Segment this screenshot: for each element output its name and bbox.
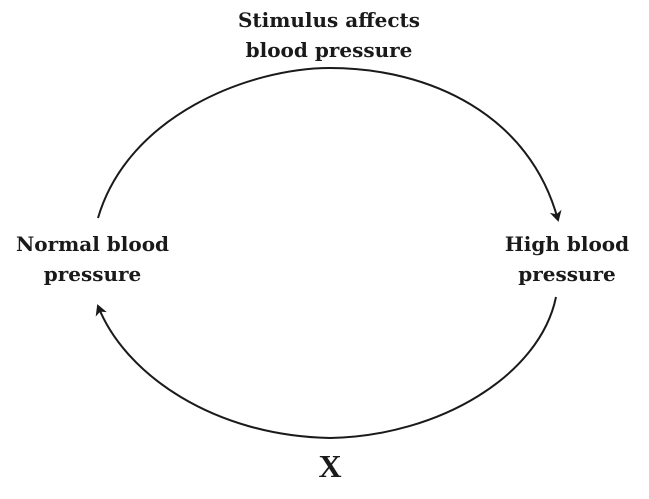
high-pressure-node: High blood pressure	[492, 229, 642, 289]
normal-pressure-line-1: Normal blood	[15, 232, 170, 256]
stimulus-node: Stimulus affects blood pressure	[229, 5, 429, 65]
high-pressure-line-2: pressure	[518, 262, 616, 286]
normal-pressure-node: Normal blood pressure	[10, 229, 175, 289]
normal-pressure-line-2: pressure	[43, 262, 142, 286]
stimulus-line-2: blood pressure	[245, 38, 413, 62]
response-x-label: X	[305, 448, 355, 484]
response-x-text: X	[318, 448, 342, 484]
stimulus-line-1: Stimulus affects	[237, 8, 421, 32]
top-arc-arrow	[97, 66, 562, 222]
high-pressure-line-1: High blood	[504, 232, 630, 256]
bottom-arc-arrow	[95, 296, 557, 440]
